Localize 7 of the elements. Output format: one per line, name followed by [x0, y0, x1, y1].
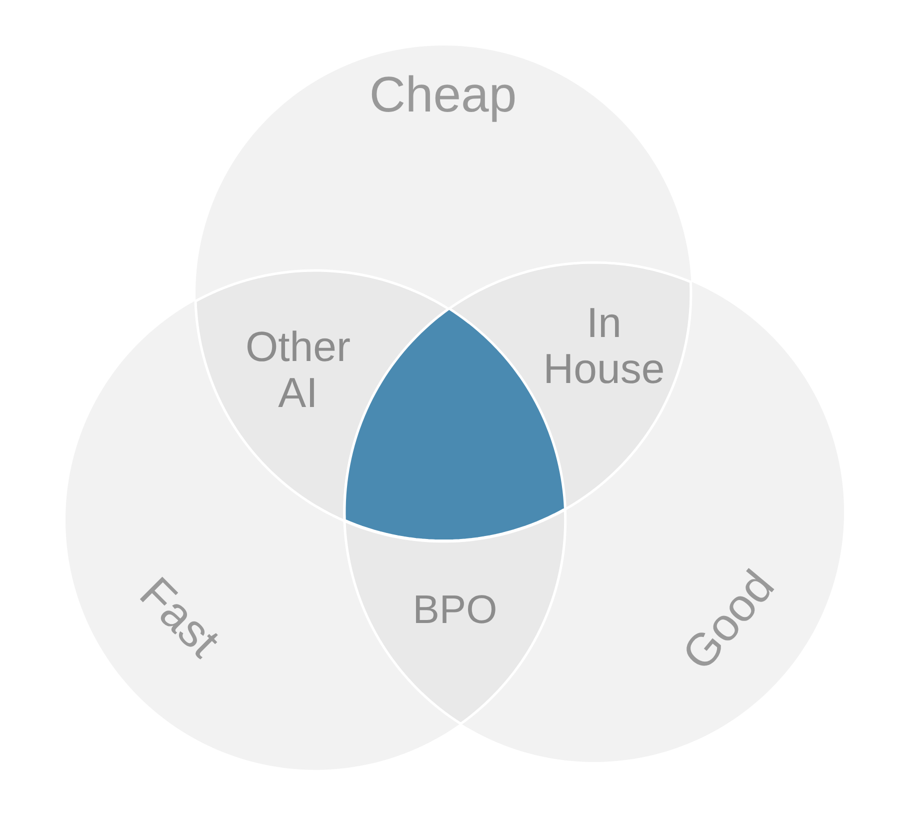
circle-label: Cheap [369, 67, 517, 122]
region-label: Other AI [244, 324, 352, 416]
overlap-region [447, 260, 692, 511]
region-label: In House [543, 300, 665, 392]
overlap-region [194, 268, 450, 522]
region-label: BPO [412, 588, 498, 632]
overlap-region [342, 508, 566, 725]
